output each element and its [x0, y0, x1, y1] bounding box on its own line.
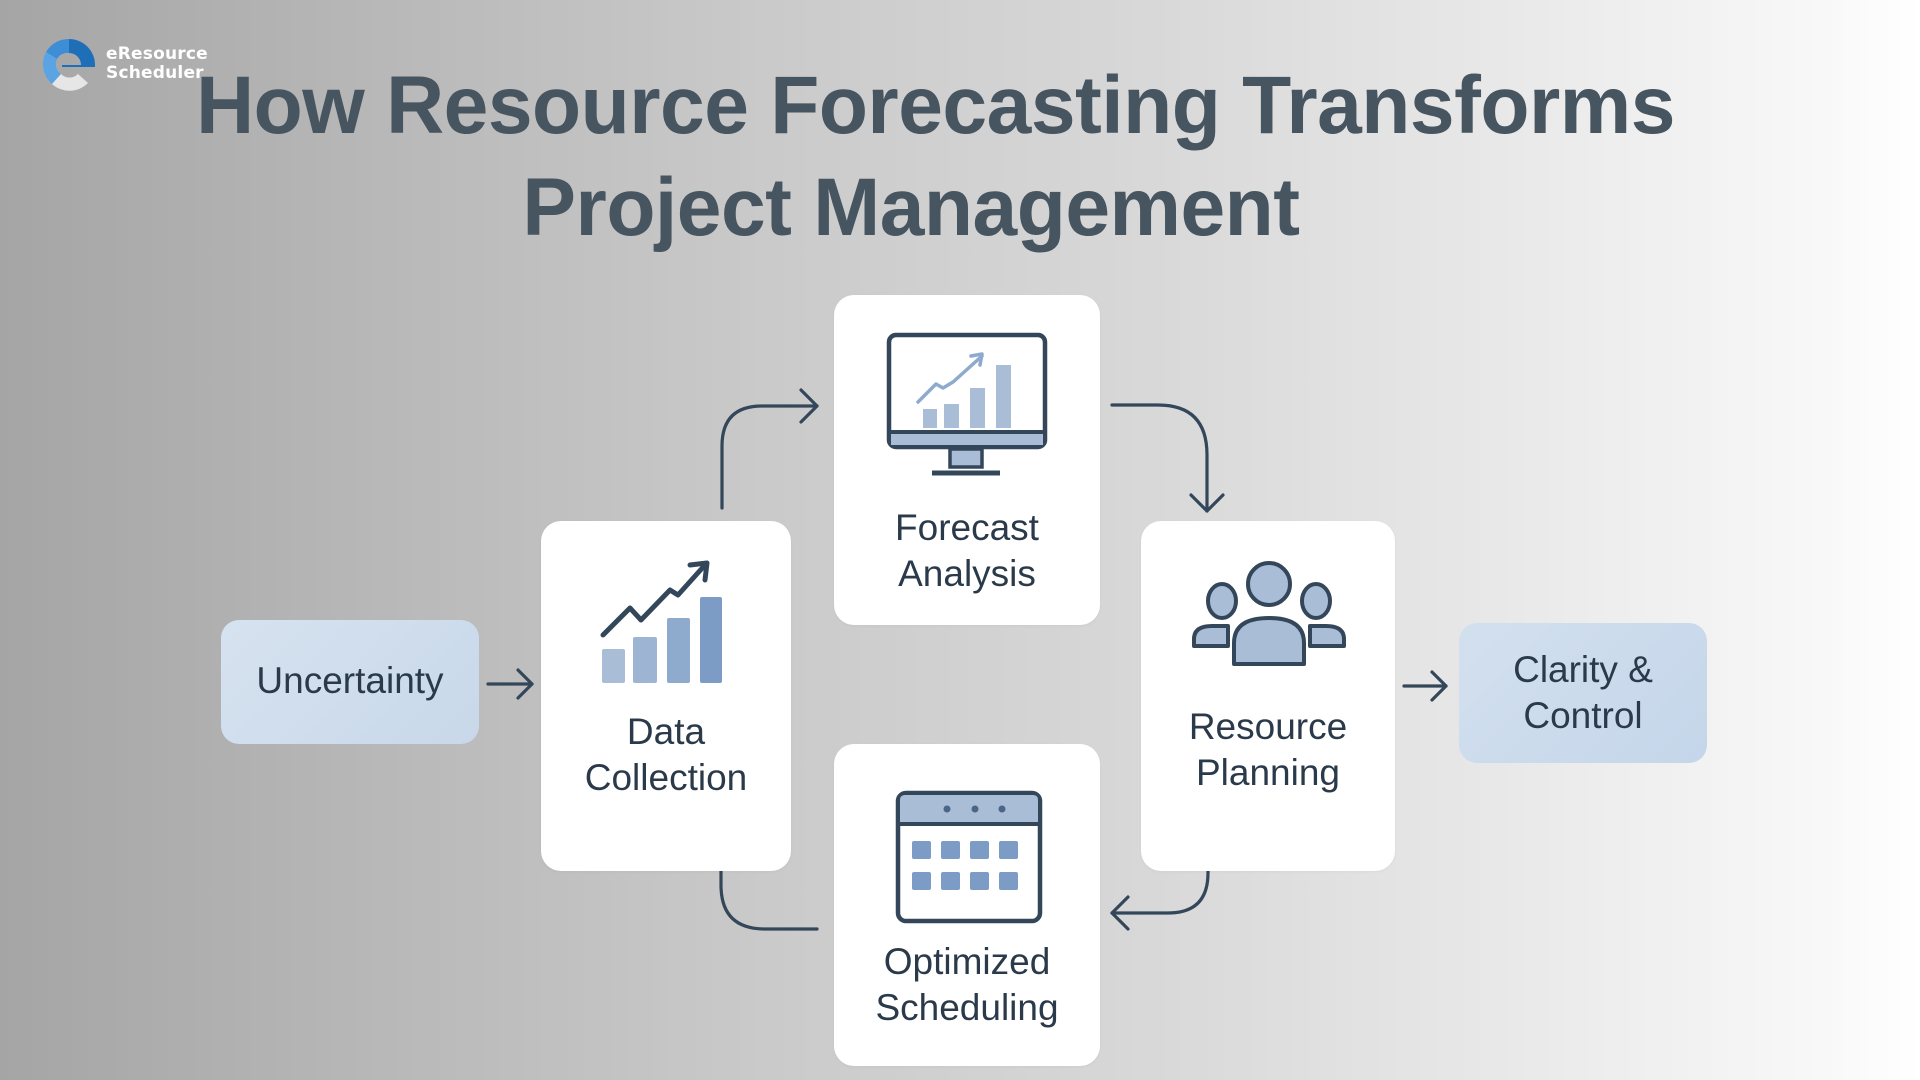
clarity-control-label-line2: Control	[1523, 695, 1643, 736]
calendar-icon	[895, 790, 1043, 924]
data-collection-card: Data Collection	[541, 521, 791, 871]
forecast-analysis-card: Forecast Analysis	[834, 295, 1100, 625]
data-collection-label-line2: Collection	[584, 757, 748, 798]
brand-name-line2: Scheduler	[106, 63, 204, 83]
page-title: How Resource Forecasting Transforms Proj…	[19, 55, 1901, 259]
brand-logo: eResource Scheduler	[40, 36, 208, 94]
forecast-analysis-label-line1: Forecast	[895, 507, 1039, 548]
clarity-control-label-line1: Clarity &	[1513, 649, 1653, 690]
brand-name-line1: eResource	[106, 44, 208, 64]
people-group-icon	[1192, 561, 1346, 666]
arrow-resource-planning-to-scheduling	[1110, 833, 1210, 931]
resource-planning-card: Resource Planning	[1141, 521, 1395, 871]
resource-planning-label: Resource Planning	[1141, 704, 1395, 796]
eresource-e-logo-icon	[42, 38, 95, 91]
uncertainty-label: Uncertainty	[221, 658, 479, 704]
resource-planning-label-line2: Planning	[1195, 752, 1340, 793]
arrow-forecast-to-resource-planning	[1110, 403, 1225, 513]
arrow-data-collection-to-forecast	[720, 388, 819, 510]
arrow-resource-planning-to-clarity	[1402, 670, 1448, 702]
optimized-scheduling-label-line2: Scheduling	[875, 987, 1059, 1028]
forecast-analysis-label: Forecast Analysis	[834, 505, 1100, 597]
optimized-scheduling-label-line1: Optimized	[883, 941, 1051, 982]
data-collection-label: Data Collection	[541, 709, 791, 801]
brand-name: eResource Scheduler	[106, 45, 208, 83]
monitor-chart-icon	[886, 332, 1048, 476]
uncertainty-node: Uncertainty	[221, 620, 479, 744]
optimized-scheduling-card: Optimized Scheduling	[834, 744, 1100, 1066]
optimized-scheduling-label: Optimized Scheduling	[834, 939, 1100, 1031]
uncertainty-label-text: Uncertainty	[256, 660, 444, 701]
data-collection-label-line1: Data	[626, 711, 706, 752]
forecast-analysis-label-line2: Analysis	[898, 553, 1036, 594]
clarity-control-node: Clarity & Control	[1459, 623, 1707, 763]
title-line-1: How Resource Forecasting Transforms	[196, 60, 1675, 151]
clarity-control-label: Clarity & Control	[1459, 647, 1707, 739]
bar-chart-trend-icon	[600, 560, 722, 683]
resource-planning-label-line1: Resource	[1188, 706, 1348, 747]
title-line-2: Project Management	[522, 162, 1300, 253]
arrow-uncertainty-to-data-collection	[486, 668, 534, 700]
